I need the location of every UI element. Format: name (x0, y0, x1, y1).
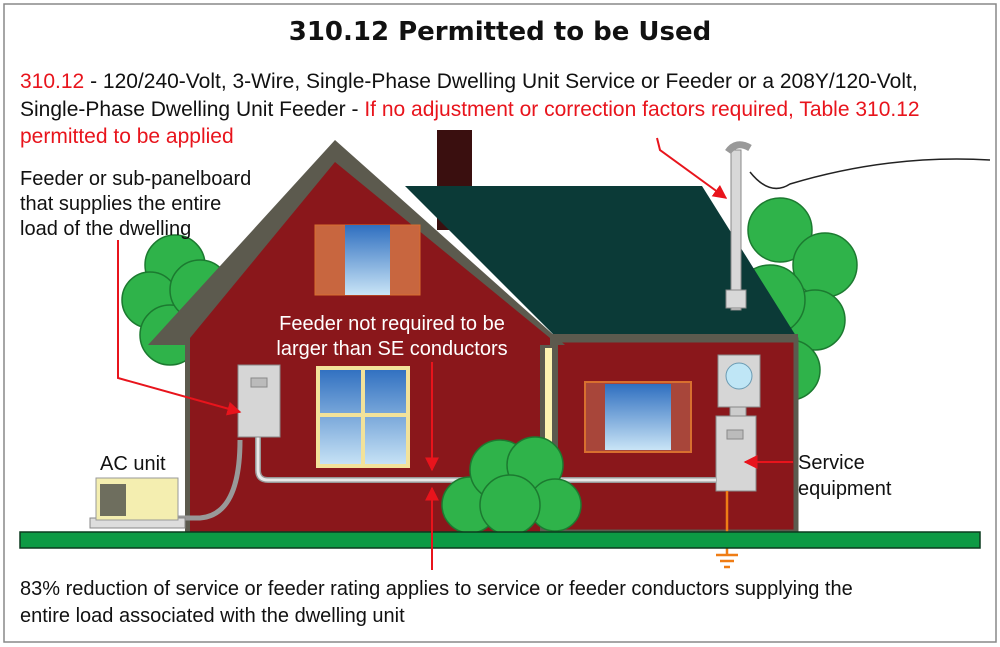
intro-line-3: permitted to be applied (20, 125, 234, 148)
ac-unit (89, 477, 186, 529)
service-equipment-label-2: equipment (798, 478, 892, 500)
service-equipment-label-1: Service (798, 452, 865, 474)
ground (19, 531, 981, 549)
subpanel (237, 364, 281, 438)
ac-whip (178, 439, 243, 521)
feeder-panel-label-2: that supplies the entire (20, 193, 221, 215)
feeder-size-label-1: Feeder not required to be (279, 313, 505, 335)
intro-line-2: Single-Phase Dwelling Unit Feeder - If n… (20, 98, 920, 121)
weatherhead (725, 141, 752, 155)
right-window (584, 381, 692, 453)
ground-symbol-icon (716, 553, 738, 569)
bush (441, 436, 582, 536)
right-roof (405, 186, 796, 336)
feeder-size-label-2: larger than SE conductors (276, 338, 507, 360)
intro-line-1: 310.12 - 120/240-Volt, 3-Wire, Single-Ph… (20, 70, 918, 93)
feeder-panel-label-1: Feeder or sub-panelboard (20, 168, 251, 190)
reduction-label-2: entire load associated with the dwelling… (20, 605, 405, 627)
title: 310.12 Permitted to be Used (289, 17, 712, 47)
ac-unit-label: AC unit (100, 453, 166, 475)
reduction-label-1: 83% reduction of service or feeder ratin… (20, 578, 853, 600)
feeder-panel-label-3: load of the dwelling (20, 218, 191, 240)
upper-window (314, 224, 421, 296)
service-mast (730, 149, 742, 311)
service-panel (715, 415, 757, 492)
callout-arrows (117, 137, 793, 570)
middle-window (316, 366, 410, 468)
gable-wall (190, 162, 550, 532)
meter (717, 354, 761, 418)
service-drop (749, 158, 991, 190)
